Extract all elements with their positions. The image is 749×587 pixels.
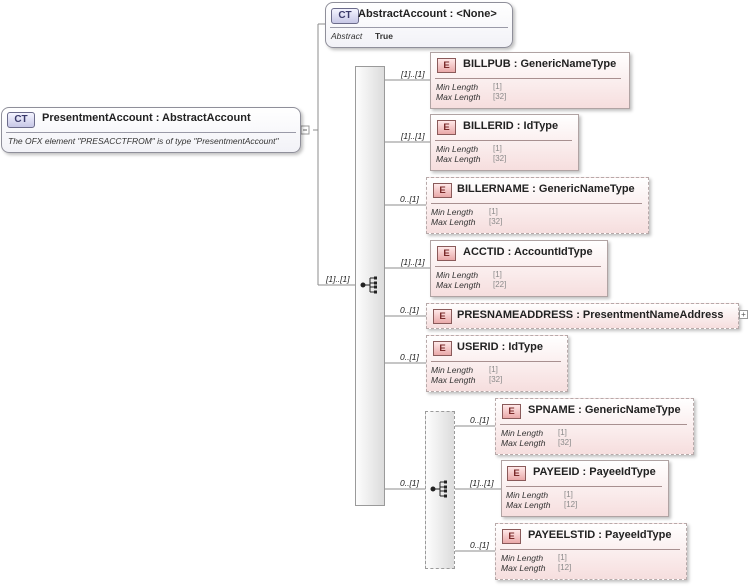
element-cardinality: 0..[1] (470, 540, 489, 550)
max-length-label: Max Length (501, 563, 546, 573)
element-payeelstid[interactable]: E PAYEELSTID : PayeeIdType Min Length [1… (495, 523, 687, 580)
max-length-label: Max Length (501, 438, 546, 448)
element-title: PAYEEID : PayeeIdType (533, 466, 656, 478)
element-billerid[interactable]: E BILLERID : IdType Min Length [1] Max L… (430, 114, 579, 171)
max-length-value: [32] (493, 92, 507, 101)
element-billpub[interactable]: E BILLPUB : GenericNameType Min Length [… (430, 52, 630, 109)
element-divider (500, 549, 680, 550)
min-length-label: Min Length (506, 490, 549, 500)
element-title: PAYEELSTID : PayeeIdType (528, 529, 672, 541)
max-length-value: [32] (489, 375, 503, 384)
element-title: PRESNAMEADDRESS : PresentmentNameAddress (457, 309, 724, 321)
element-divider (500, 424, 687, 425)
max-length-value: [32] (493, 154, 507, 163)
min-length-label: Min Length (501, 553, 544, 563)
element-acctid[interactable]: E ACCTID : AccountIdType Min Length [1] … (430, 240, 608, 297)
min-length-value: [1] (558, 428, 567, 437)
element-badge: E (437, 58, 456, 73)
max-length-value: [22] (493, 280, 507, 289)
element-spname[interactable]: E SPNAME : GenericNameType Min Length [1… (495, 398, 694, 455)
abstract-value: True (375, 31, 393, 41)
element-title: USERID : IdType (457, 341, 543, 353)
sequence-cardinality: [1]..[1] (326, 274, 350, 284)
ct-badge: CT (331, 8, 359, 24)
inner-sequence-cardinality: 0..[1] (400, 478, 419, 488)
element-title: ACCTID : AccountIdType (463, 246, 593, 258)
element-cardinality: [1]..[1] (401, 69, 425, 79)
element-badge: E (433, 341, 452, 356)
element-cardinality: [1]..[1] (470, 478, 494, 488)
sequence-icon (360, 276, 377, 294)
element-badge: E (437, 120, 456, 135)
element-divider (431, 203, 642, 204)
max-length-label: Max Length (431, 217, 476, 227)
element-badge: E (437, 246, 456, 261)
min-length-label: Min Length (431, 207, 474, 217)
element-cardinality: 0..[1] (400, 305, 419, 315)
root-description: The OFX element "PRESACCTFROM" is of typ… (8, 136, 279, 146)
max-length-label: Max Length (506, 500, 551, 510)
abstract-label: Abstract (331, 31, 363, 41)
root-complex-type[interactable]: CT PresentmentAccount : AbstractAccount … (1, 107, 301, 153)
max-length-label: Max Length (436, 92, 481, 102)
min-length-value: [1] (564, 490, 573, 499)
min-length-value: [1] (489, 207, 498, 216)
base-divider (330, 27, 508, 28)
element-presnameaddress[interactable]: E PRESNAMEADDRESS : PresentmentNameAddre… (426, 303, 739, 329)
max-length-label: Max Length (436, 280, 481, 290)
min-length-value: [1] (489, 365, 498, 374)
expand-icon[interactable]: + (739, 310, 748, 319)
min-length-value: [1] (558, 553, 567, 562)
element-badge: E (502, 404, 521, 419)
min-length-label: Min Length (431, 365, 474, 375)
element-divider (435, 140, 572, 141)
min-length-value: [1] (493, 144, 502, 153)
element-payeeid[interactable]: E PAYEEID : PayeeIdType Min Length [1] M… (501, 460, 669, 517)
element-title: BILLERNAME : GenericNameType (457, 183, 635, 195)
root-divider (6, 132, 296, 133)
element-cardinality: 0..[1] (400, 194, 419, 204)
element-badge: E (502, 529, 521, 544)
ct-badge: CT (7, 112, 35, 128)
element-badge: E (433, 309, 452, 324)
element-divider (506, 486, 662, 487)
element-userid[interactable]: E USERID : IdType Min Length [1] Max Len… (426, 335, 568, 392)
element-badge: E (433, 183, 452, 198)
min-length-value: [1] (493, 82, 502, 91)
element-divider (435, 78, 621, 79)
base-complex-type[interactable]: CT AbstractAccount : <None> Abstract Tru… (325, 2, 513, 48)
min-length-label: Min Length (436, 270, 479, 280)
base-type-title: AbstractAccount : <None> (358, 8, 497, 20)
min-length-label: Min Length (436, 144, 479, 154)
element-cardinality: 0..[1] (470, 415, 489, 425)
element-badge: E (507, 466, 526, 481)
max-length-value: [12] (564, 500, 578, 509)
min-length-label: Min Length (436, 82, 479, 92)
max-length-value: [32] (489, 217, 503, 226)
element-title: BILLERID : IdType (463, 120, 559, 132)
element-cardinality: 0..[1] (400, 352, 419, 362)
min-length-value: [1] (493, 270, 502, 279)
max-length-label: Max Length (436, 154, 481, 164)
element-title: BILLPUB : GenericNameType (463, 58, 617, 70)
root-type-title: PresentmentAccount : AbstractAccount (42, 112, 251, 124)
element-title: SPNAME : GenericNameType (528, 404, 681, 416)
element-cardinality: [1]..[1] (401, 257, 425, 267)
element-divider (431, 361, 561, 362)
element-billername[interactable]: E BILLERNAME : GenericNameType Min Lengt… (426, 177, 649, 234)
min-length-label: Min Length (501, 428, 544, 438)
element-divider (435, 266, 601, 267)
inner-sequence-icon (430, 480, 447, 498)
max-length-value: [32] (558, 438, 572, 447)
element-cardinality: [1]..[1] (401, 131, 425, 141)
max-length-value: [12] (558, 563, 572, 572)
max-length-label: Max Length (431, 375, 476, 385)
